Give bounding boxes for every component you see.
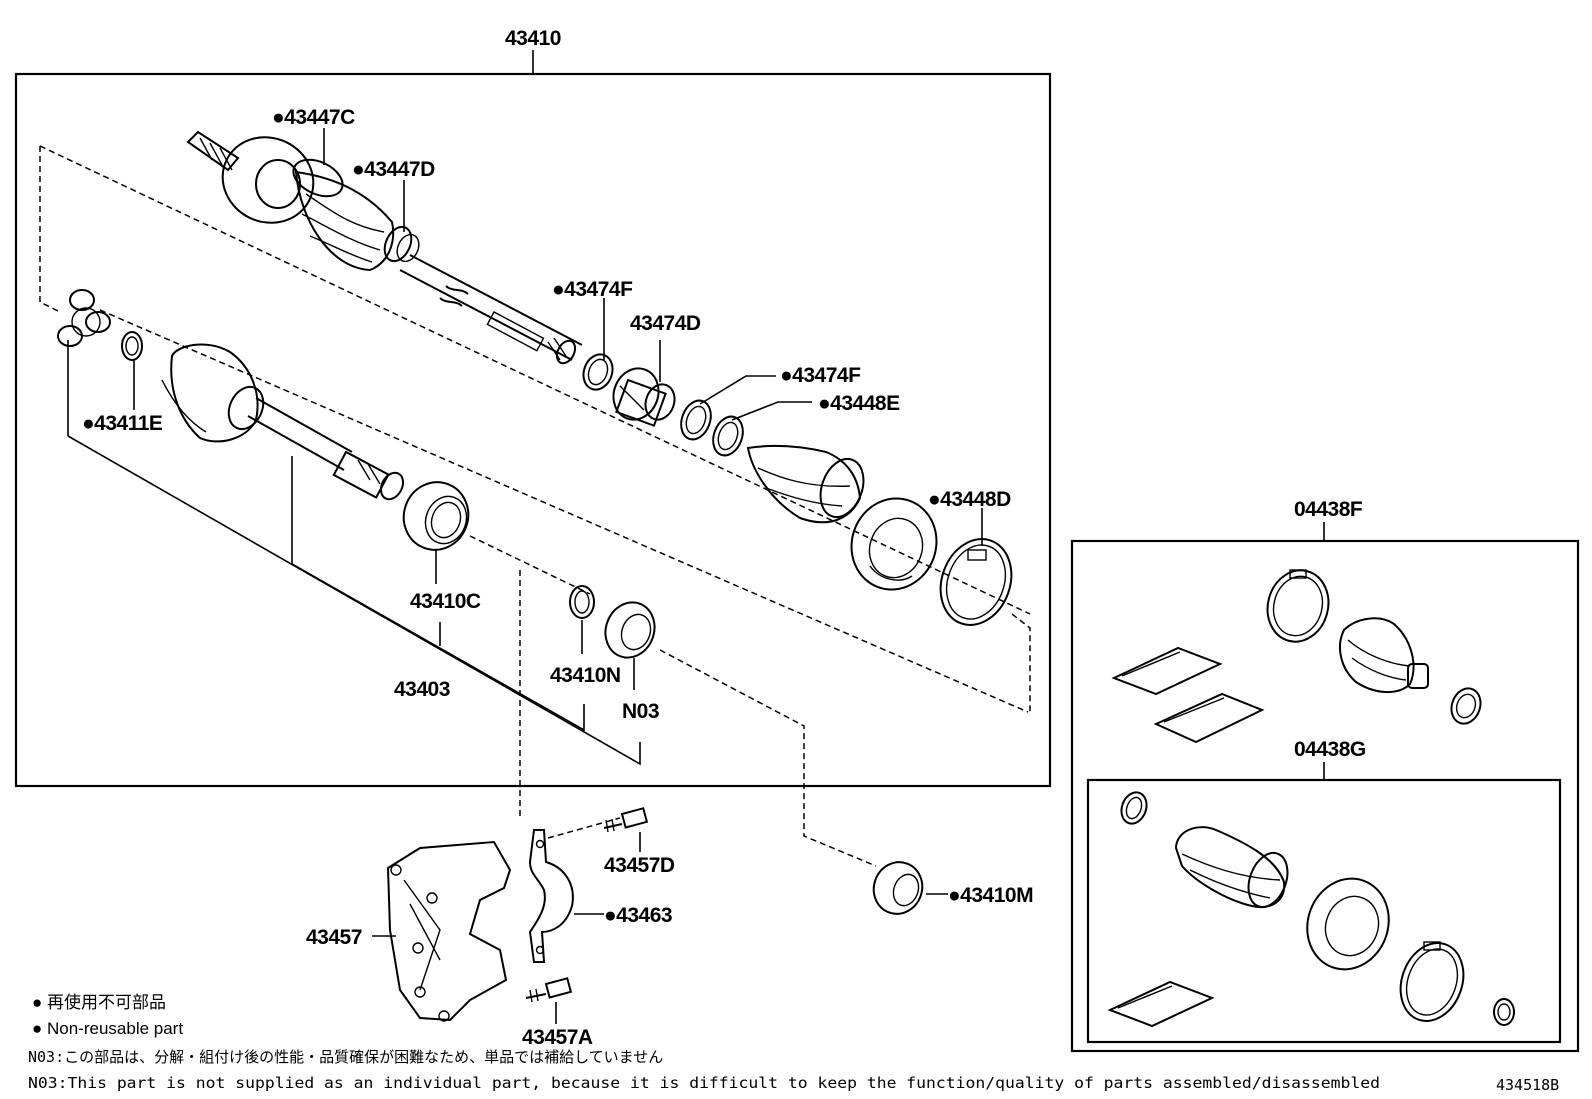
label-43403[interactable]: 43403 — [394, 678, 450, 701]
seal-43410M — [872, 861, 924, 915]
bracket-43457 — [386, 840, 512, 1022]
label-43463[interactable]: ●43463 — [604, 904, 673, 927]
bolt-43457A — [525, 977, 573, 1003]
kit-box-04438F — [1070, 539, 1580, 1053]
label-43457A[interactable]: 43457A — [522, 1026, 593, 1049]
label-43457[interactable]: 43457 — [306, 926, 362, 949]
note-jp: N03:この部品は、分解・組付け後の性能・品質確保が困難なため、単品では補給して… — [28, 1048, 663, 1066]
seal-N03 — [604, 601, 656, 659]
inboard-housing — [850, 497, 938, 591]
tripod-joint-43474D — [612, 367, 676, 427]
label-43457D[interactable]: 43457D — [604, 854, 675, 877]
kit-g-parts — [1107, 791, 1515, 1028]
snap-ring-43410N — [569, 585, 595, 619]
inner-joint-tulip — [57, 289, 405, 501]
outboard-joint-assembly — [186, 130, 583, 365]
kit-f-parts — [1111, 569, 1482, 744]
label-43410[interactable]: 43410 — [505, 27, 561, 50]
diagram-id: 434518B — [1496, 1076, 1559, 1094]
label-43448E[interactable]: ●43448E — [818, 392, 901, 415]
snap-ring-43474F-a — [582, 353, 614, 391]
label-43474F-a[interactable]: ●43474F — [552, 278, 634, 301]
snap-ring-43474F-b — [680, 399, 712, 441]
label-43474D[interactable]: 43474D — [630, 312, 701, 335]
label-43410N[interactable]: 43410N — [550, 664, 621, 687]
label-43474F-b[interactable]: ●43474F — [780, 364, 862, 387]
clamp-43448E — [712, 415, 744, 457]
assembly-box-43410 — [14, 72, 1052, 788]
label-43410C[interactable]: 43410C — [410, 590, 481, 613]
label-43447D[interactable]: ●43447D — [352, 158, 436, 181]
bolt-43457D — [603, 807, 649, 833]
strap-43463 — [528, 829, 574, 963]
note-en: N03:This part is not supplied as an indi… — [28, 1074, 1380, 1092]
kit-box-04438G — [1086, 778, 1562, 1044]
large-clamp — [939, 538, 1013, 626]
label-N03[interactable]: N03 — [622, 700, 660, 723]
label-04438F[interactable]: 04438F — [1294, 498, 1363, 521]
label-43411E[interactable]: ●43411E — [82, 412, 163, 435]
label-43448D[interactable]: ●43448D — [928, 488, 1012, 511]
legend-jp: ● 再使用不可部品 — [32, 992, 166, 1012]
inboard-boot — [746, 444, 865, 524]
bearing-43410C — [402, 481, 470, 551]
label-43447C[interactable]: ●43447C — [272, 106, 356, 129]
dashed-group-outline — [39, 146, 61, 313]
label-43410M[interactable]: ●43410M — [948, 884, 1034, 907]
label-04438G[interactable]: 04438G — [1294, 738, 1366, 761]
legend-en: ● Non-reusable part — [32, 1019, 183, 1038]
